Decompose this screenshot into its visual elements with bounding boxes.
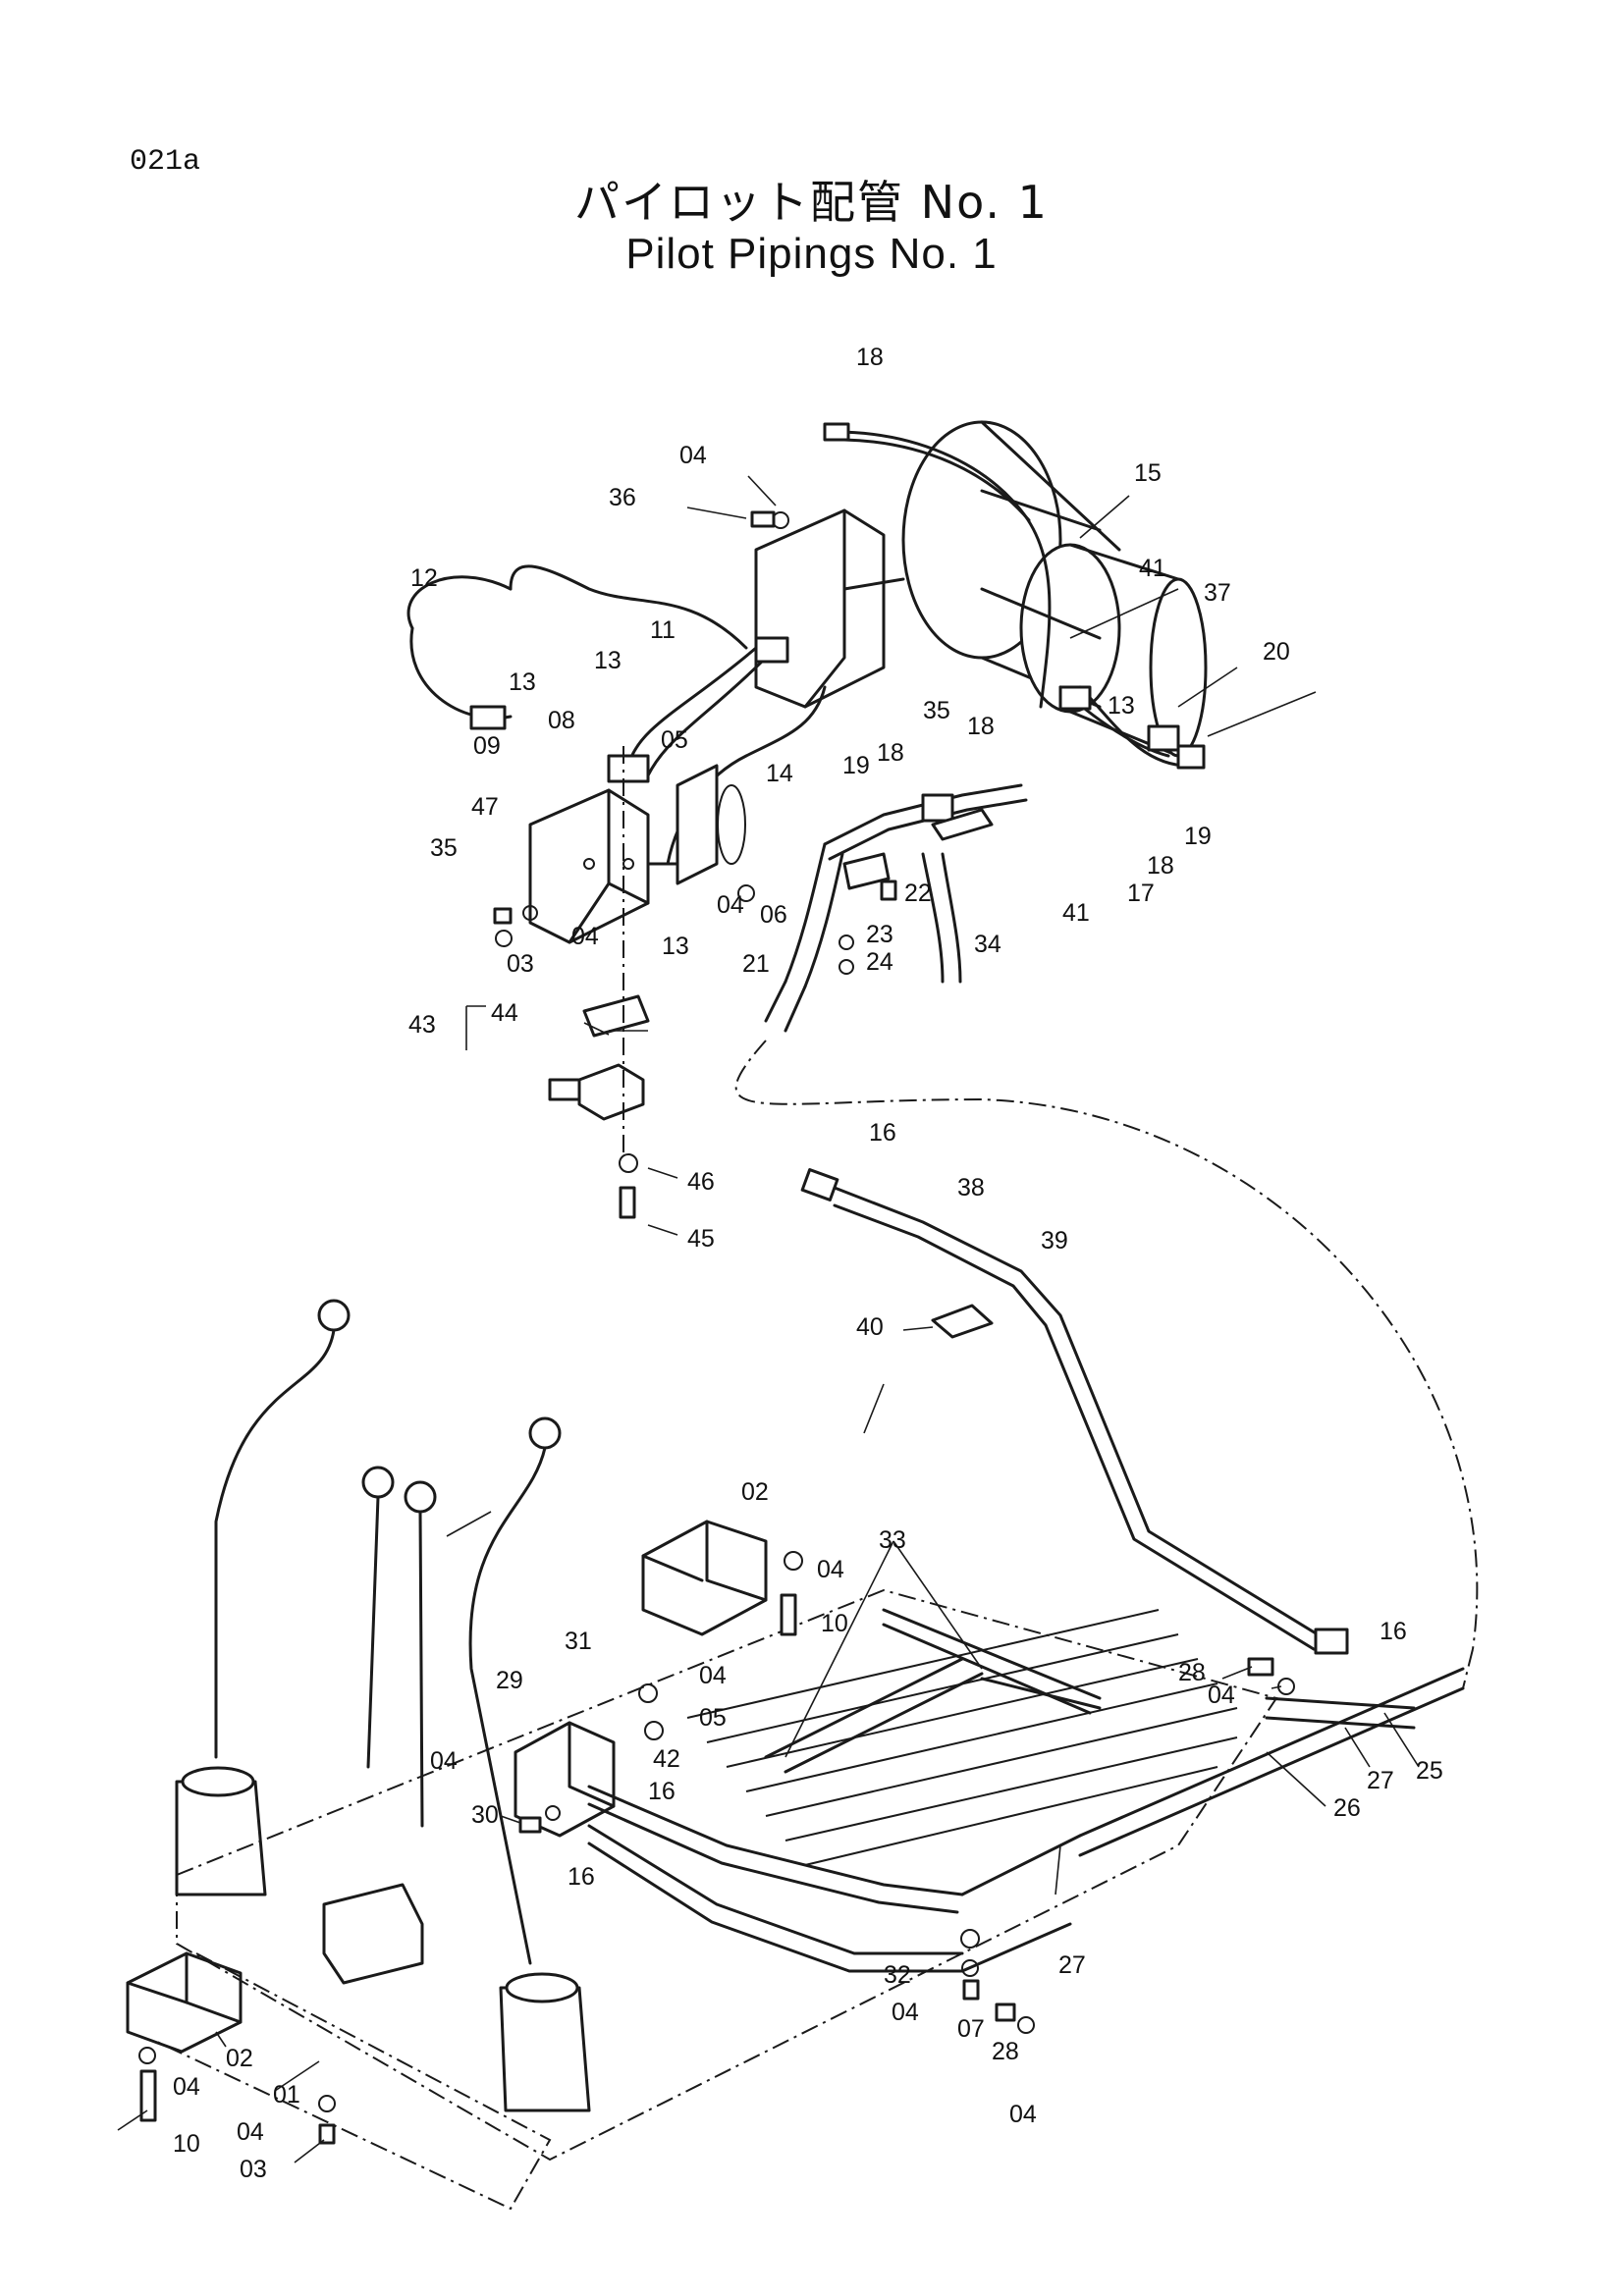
callout-25: 25 <box>1416 1757 1443 1785</box>
title-japanese: パイロット配管 No. 1 <box>574 176 1049 229</box>
callout-47: 47 <box>471 793 499 821</box>
callout-16: 16 <box>568 1863 595 1891</box>
callout-02: 02 <box>741 1478 769 1506</box>
callout-02: 02 <box>226 2045 253 2072</box>
callout-26: 26 <box>1333 1794 1361 1822</box>
accumulator-assembly <box>406 420 1208 866</box>
valve-block-47 <box>528 764 746 944</box>
callout-05: 05 <box>661 726 688 754</box>
callout-08: 08 <box>548 707 575 734</box>
callout-04: 04 <box>237 2118 264 2146</box>
callout-19: 19 <box>1184 823 1212 850</box>
block-02-left <box>126 1951 243 2054</box>
callout-19: 19 <box>842 752 870 779</box>
callout-18: 18 <box>1147 852 1174 880</box>
callout-38: 38 <box>957 1174 985 1201</box>
callout-22: 22 <box>904 880 932 907</box>
callout-13: 13 <box>509 668 536 696</box>
callout-labels: 18 04 36 15 12 11 41 37 20 13 13 08 09 0… <box>173 344 1443 2183</box>
callout-16: 16 <box>869 1119 896 1147</box>
page-code: 021a <box>130 145 201 179</box>
callout-34: 34 <box>974 931 1001 958</box>
callout-23: 23 <box>866 921 893 948</box>
callout-01: 01 <box>273 2081 300 2109</box>
title-english: Pilot Pipings No. 1 <box>625 230 998 278</box>
callout-45: 45 <box>687 1225 715 1253</box>
callout-14: 14 <box>766 760 793 787</box>
callout-36: 36 <box>609 484 636 511</box>
callout-39: 39 <box>1041 1227 1068 1255</box>
callout-31: 31 <box>565 1628 592 1655</box>
callout-04: 04 <box>1009 2101 1037 2128</box>
callout-42: 42 <box>653 1745 680 1773</box>
callout-28: 28 <box>992 2038 1019 2065</box>
callout-43: 43 <box>408 1011 436 1039</box>
callout-07: 07 <box>957 2015 985 2043</box>
callout-13: 13 <box>1108 692 1135 720</box>
callout-15: 15 <box>1134 459 1162 487</box>
callout-04: 04 <box>817 1556 844 1583</box>
callout-05: 05 <box>699 1704 727 1732</box>
callout-30: 30 <box>471 1801 499 1829</box>
callout-16: 16 <box>1380 1618 1407 1645</box>
callout-33: 33 <box>879 1526 906 1554</box>
callout-35: 35 <box>430 834 458 862</box>
callout-03: 03 <box>240 2156 267 2183</box>
callout-09: 09 <box>473 732 501 760</box>
callout-04: 04 <box>173 2073 200 2101</box>
leader-lines <box>117 475 1420 2163</box>
callout-03: 03 <box>507 950 534 978</box>
callout-44: 44 <box>491 999 518 1027</box>
callout-40: 40 <box>856 1313 884 1341</box>
floor-grating <box>686 1609 1238 1866</box>
callout-35: 35 <box>923 697 950 724</box>
callout-13: 13 <box>662 933 689 960</box>
callout-12: 12 <box>410 564 438 592</box>
callout-27: 27 <box>1367 1767 1394 1794</box>
callout-29: 29 <box>496 1667 523 1694</box>
callout-04: 04 <box>1208 1682 1235 1709</box>
callout-46: 46 <box>687 1168 715 1196</box>
callout-18: 18 <box>877 739 904 767</box>
callout-04: 04 <box>699 1662 727 1689</box>
callout-18: 18 <box>967 713 995 740</box>
callout-18: 18 <box>856 344 884 371</box>
block-02-center <box>641 1520 768 1636</box>
pipe-bracket <box>764 783 1028 1033</box>
callout-32: 32 <box>884 1961 911 1989</box>
callout-21: 21 <box>742 950 770 978</box>
callout-41: 41 <box>1139 555 1166 582</box>
callout-16: 16 <box>648 1778 676 1805</box>
callout-04: 04 <box>679 442 707 469</box>
callout-27: 27 <box>1058 1951 1086 1979</box>
pressure-switch-43 <box>548 746 650 1219</box>
callout-04: 04 <box>717 891 744 919</box>
callout-37: 37 <box>1204 579 1231 607</box>
mid-pipe-line <box>800 1168 1349 1655</box>
callout-13: 13 <box>594 647 622 674</box>
callout-17: 17 <box>1127 880 1155 907</box>
callout-24: 24 <box>866 948 893 976</box>
callout-11: 11 <box>650 616 676 644</box>
dashed-return-loop <box>734 1040 1479 1650</box>
callout-28: 28 <box>1178 1659 1206 1686</box>
callout-41: 41 <box>1062 899 1090 927</box>
callout-20: 20 <box>1263 638 1290 666</box>
callout-04: 04 <box>892 1999 919 2026</box>
callout-04: 04 <box>430 1747 458 1775</box>
callout-06: 06 <box>760 901 787 929</box>
callout-04: 04 <box>571 923 599 950</box>
block-29-31 <box>514 1721 964 1973</box>
callout-10: 10 <box>173 2130 200 2158</box>
hardware-parts <box>138 510 1295 2145</box>
callout-10: 10 <box>821 1610 848 1637</box>
